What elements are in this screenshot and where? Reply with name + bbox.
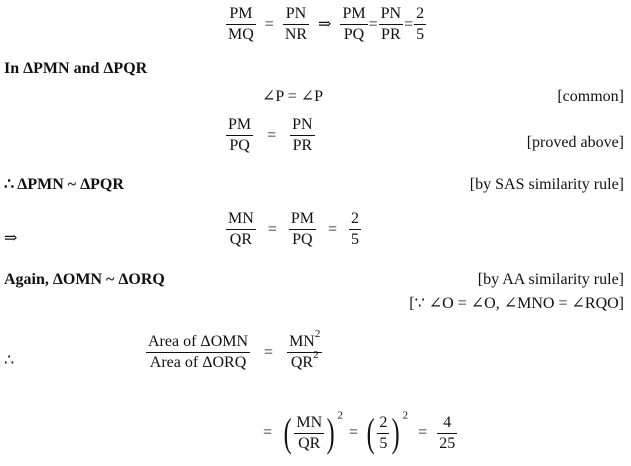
angle-equality: ∠P = ∠P: [262, 88, 324, 105]
reason-proved-above: [proved above]: [526, 134, 624, 151]
similarity-conclusion: ∴ ΔPMN ~ ΔPQR: [4, 176, 124, 193]
therefore-symbol: ∴: [4, 352, 15, 369]
again-similarity: Again, ΔOMN ~ ΔORQ: [4, 271, 165, 288]
reason-aa: [by AA similarity rule]: [477, 271, 624, 288]
reason-sas: [by SAS similarity rule]: [469, 176, 624, 193]
reason-common: [common]: [557, 88, 624, 105]
reason-angles: [∵ ∠O = ∠O, ∠MNO = ∠RQO]: [409, 295, 624, 312]
triangles-heading: In ΔPMN and ΔPQR: [4, 60, 148, 77]
implies-arrow: ⇒: [4, 230, 18, 247]
